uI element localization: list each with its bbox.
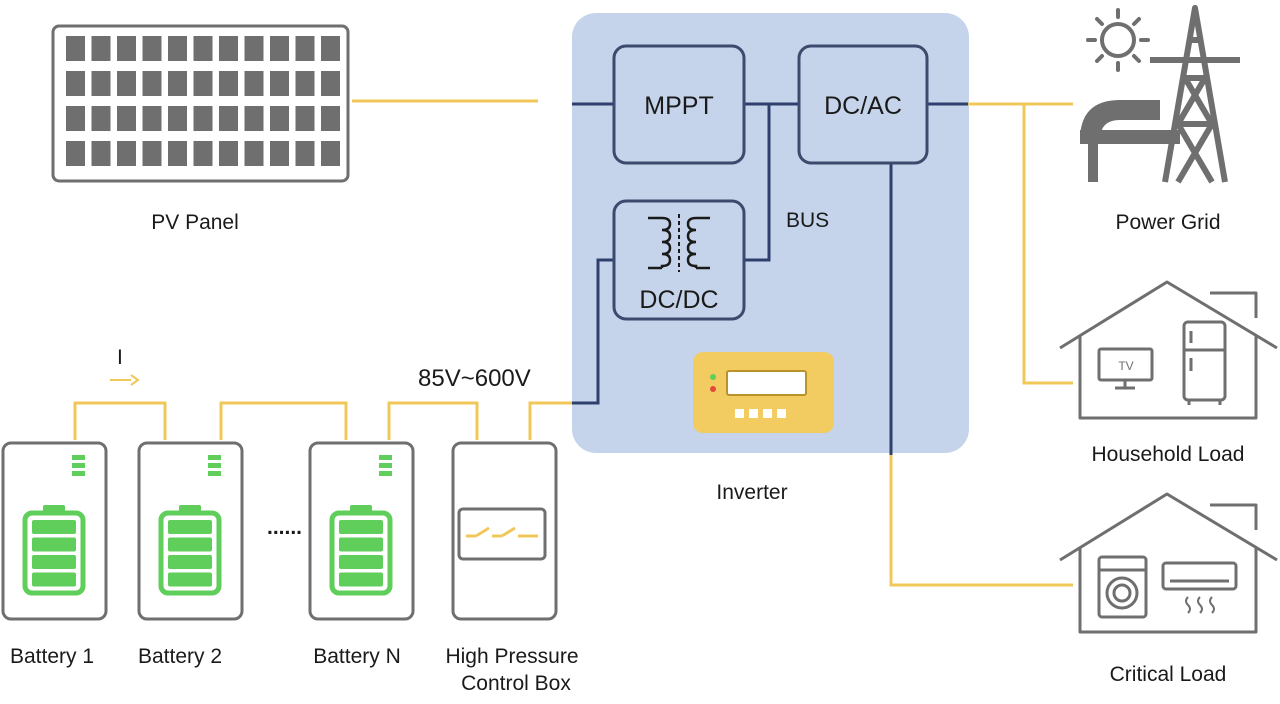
battery-n-label: Battery N — [313, 645, 401, 668]
refrigerator-icon — [1182, 320, 1227, 405]
battery-group — [1, 441, 415, 621]
dcac-label: DC/AC — [824, 92, 902, 120]
household-house-icon — [1059, 280, 1278, 420]
inverter-device-icon — [693, 352, 834, 433]
critical-load-label: Critical Load — [1110, 663, 1227, 686]
pv-cell — [193, 71, 213, 96]
pv-cell — [142, 106, 162, 131]
pv-cell — [295, 141, 315, 166]
dcdc-module: DC/DC — [612, 199, 746, 321]
pv-cell — [91, 71, 111, 96]
pv-cell — [66, 141, 85, 166]
pv-cell — [117, 106, 136, 131]
pv-cell — [168, 36, 187, 61]
power-grid-label: Power Grid — [1115, 211, 1220, 234]
mppt-module: MPPT — [612, 44, 746, 165]
pv-panel-icon — [51, 24, 350, 183]
navy-wires — [572, 102, 968, 455]
pv-cell — [295, 106, 315, 131]
pv-cell — [270, 71, 289, 96]
dcac-module: DC/AC — [797, 44, 929, 165]
pv-cell — [219, 141, 238, 166]
battery-link-n-box — [387, 401, 479, 440]
pv-cell — [142, 71, 162, 96]
pv-cell — [91, 36, 111, 61]
household-load-label: Household Load — [1092, 443, 1245, 466]
battery-link-1-2 — [73, 401, 167, 440]
battery-1-icon — [1, 441, 108, 621]
dcdc-label: DC/DC — [639, 286, 718, 314]
pv-cell — [244, 36, 264, 61]
control-box-icon — [451, 441, 558, 621]
pv-cell — [321, 106, 340, 131]
box-to-inverter-wire — [528, 401, 572, 440]
pv-cell — [117, 71, 136, 96]
dcdc-to-box-wire — [572, 258, 614, 405]
pv-cell — [117, 36, 136, 61]
current-label: I — [117, 346, 123, 369]
battery-2-label: Battery 2 — [138, 645, 222, 668]
pv-cell — [142, 141, 162, 166]
pv-cell — [295, 36, 315, 61]
pv-cell — [142, 36, 162, 61]
pv-cell — [193, 141, 213, 166]
current-arrow-head — [130, 374, 140, 386]
battery-3-icon — [308, 441, 415, 621]
battery-1-label: Battery 1 — [10, 645, 94, 668]
pv-cell — [168, 106, 187, 131]
inverter-label: Inverter — [716, 481, 787, 504]
pv-cell — [91, 141, 111, 166]
tv-text: TV — [1118, 359, 1133, 373]
pv-cell — [91, 106, 111, 131]
battery-ellipsis: ...... — [267, 516, 302, 539]
transformer-icon — [648, 214, 710, 272]
pv-cell — [321, 36, 340, 61]
control-box-label-line1: High Pressure — [445, 645, 578, 668]
critical-house-icon — [1059, 492, 1278, 634]
pv-panel-label: PV Panel — [151, 211, 239, 234]
pv-cell — [219, 106, 238, 131]
mppt-label: MPPT — [644, 92, 713, 120]
battery-2-icon — [137, 441, 244, 621]
pv-cell — [193, 106, 213, 131]
control-box-label-line2: Control Box — [461, 672, 571, 695]
pv-cell — [244, 141, 264, 166]
pv-cell — [193, 36, 213, 61]
pv-cell — [270, 141, 289, 166]
bus-wire — [744, 104, 771, 262]
power-grid-icon — [1080, 5, 1240, 184]
tv-icon: TV — [1097, 347, 1154, 390]
pv-cell — [244, 106, 264, 131]
pv-cell — [66, 106, 85, 131]
voltage-label: 85V~600V — [418, 365, 531, 392]
battery-link-2-n — [219, 401, 348, 440]
washing-machine-icon — [1097, 555, 1148, 619]
pv-cell — [270, 36, 289, 61]
pv-cell — [168, 71, 187, 96]
pv-cell — [66, 36, 85, 61]
pv-cell — [219, 36, 238, 61]
critical-wire — [889, 455, 1073, 587]
pv-cell — [117, 141, 136, 166]
pv-cell — [321, 71, 340, 96]
yellow-wires — [73, 99, 1073, 587]
pv-cell — [219, 71, 238, 96]
bus-label: BUS — [786, 209, 829, 232]
pv-cell — [244, 71, 264, 96]
sun-icon — [1086, 8, 1150, 72]
pv-cell — [295, 71, 315, 96]
air-conditioner-icon — [1161, 561, 1238, 614]
pv-cell — [66, 71, 85, 96]
pv-cell — [321, 141, 340, 166]
pv-cell — [270, 106, 289, 131]
pv-cell — [168, 141, 187, 166]
household-wire — [1022, 104, 1073, 385]
